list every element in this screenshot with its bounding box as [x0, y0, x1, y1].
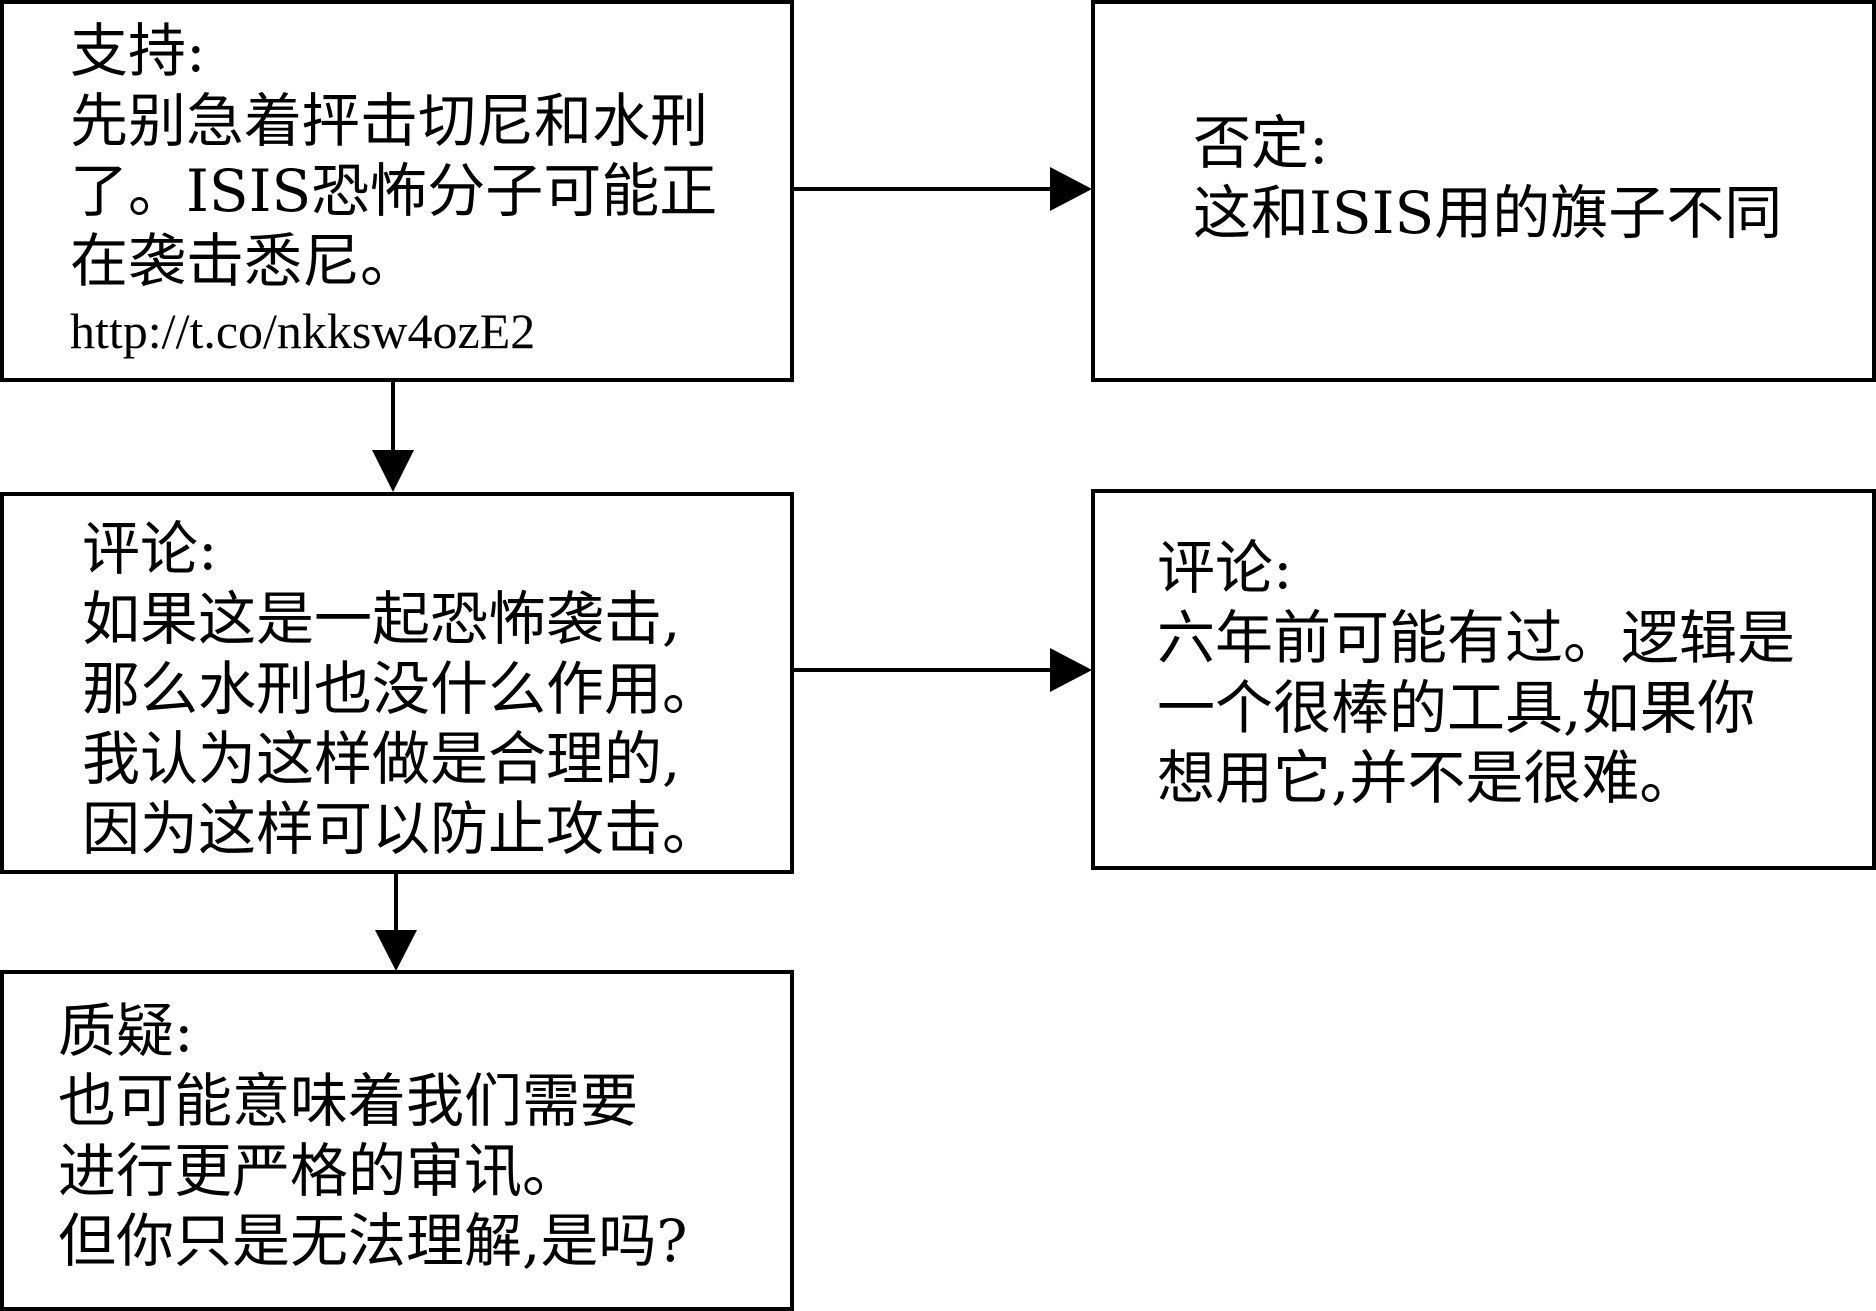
node-support-line-3: 在袭击悉尼。 — [70, 227, 419, 295]
node-comment2-line-1: 六年前可能有过。逻辑是 — [1157, 604, 1796, 672]
node-deny: 否定: 这和ISIS用的旗子不同 — [1091, 0, 1876, 382]
node-support-line-1: 先别急着抨击切尼和水刑 — [70, 87, 709, 155]
node-comment1-line-3: 我认为这样做是合理的, — [82, 725, 681, 793]
node-comment1-line-2: 那么水刑也没什么作用。 — [82, 655, 721, 723]
node-query: 质疑: 也可能意味着我们需要 进行更严格的审讯。 但你只是无法理解,是吗? — [0, 970, 794, 1311]
node-comment1: 评论: 如果这是一起恐怖袭击, 那么水刑也没什么作用。 我认为这样做是合理的, … — [0, 492, 794, 874]
node-comment2-label: 评论: — [1157, 534, 1293, 602]
node-support-url: http://t.co/nkksw4ozE2 — [70, 303, 536, 359]
node-comment1-label: 评论: — [82, 515, 218, 583]
node-comment2-line-2: 一个很棒的工具,如果你 — [1157, 674, 1756, 742]
node-comment2: 评论: 六年前可能有过。逻辑是 一个很棒的工具,如果你 想用它,并不是很难。 — [1091, 489, 1876, 870]
node-comment2-line-3: 想用它,并不是很难。 — [1157, 744, 1698, 812]
node-query-line-1: 也可能意味着我们需要 — [58, 1067, 639, 1135]
node-query-label: 质疑: — [58, 997, 194, 1065]
node-comment1-line-1: 如果这是一起恐怖袭击, — [82, 585, 681, 653]
arrowhead-comment1-query — [375, 930, 417, 971]
node-query-line-3: 但你只是无法理解,是吗? — [58, 1207, 688, 1275]
node-query-line-2: 进行更严格的审讯。 — [58, 1137, 581, 1205]
arrowhead-support-comment1 — [372, 450, 414, 492]
node-comment1-line-4: 因为这样可以防止攻击。 — [82, 795, 721, 863]
node-support: 支持: 先别急着抨击切尼和水刑 了。ISIS恐怖分子可能正 在袭击悉尼。 htt… — [0, 0, 794, 382]
node-support-line-2: 了。ISIS恐怖分子可能正 — [70, 157, 718, 225]
node-support-label: 支持: — [70, 17, 206, 85]
node-deny-line-1: 这和ISIS用的旗子不同 — [1193, 179, 1783, 247]
arrowhead-comment1-comment2 — [1050, 648, 1092, 692]
arrowhead-support-deny — [1050, 167, 1092, 211]
node-deny-label: 否定: — [1193, 109, 1329, 177]
